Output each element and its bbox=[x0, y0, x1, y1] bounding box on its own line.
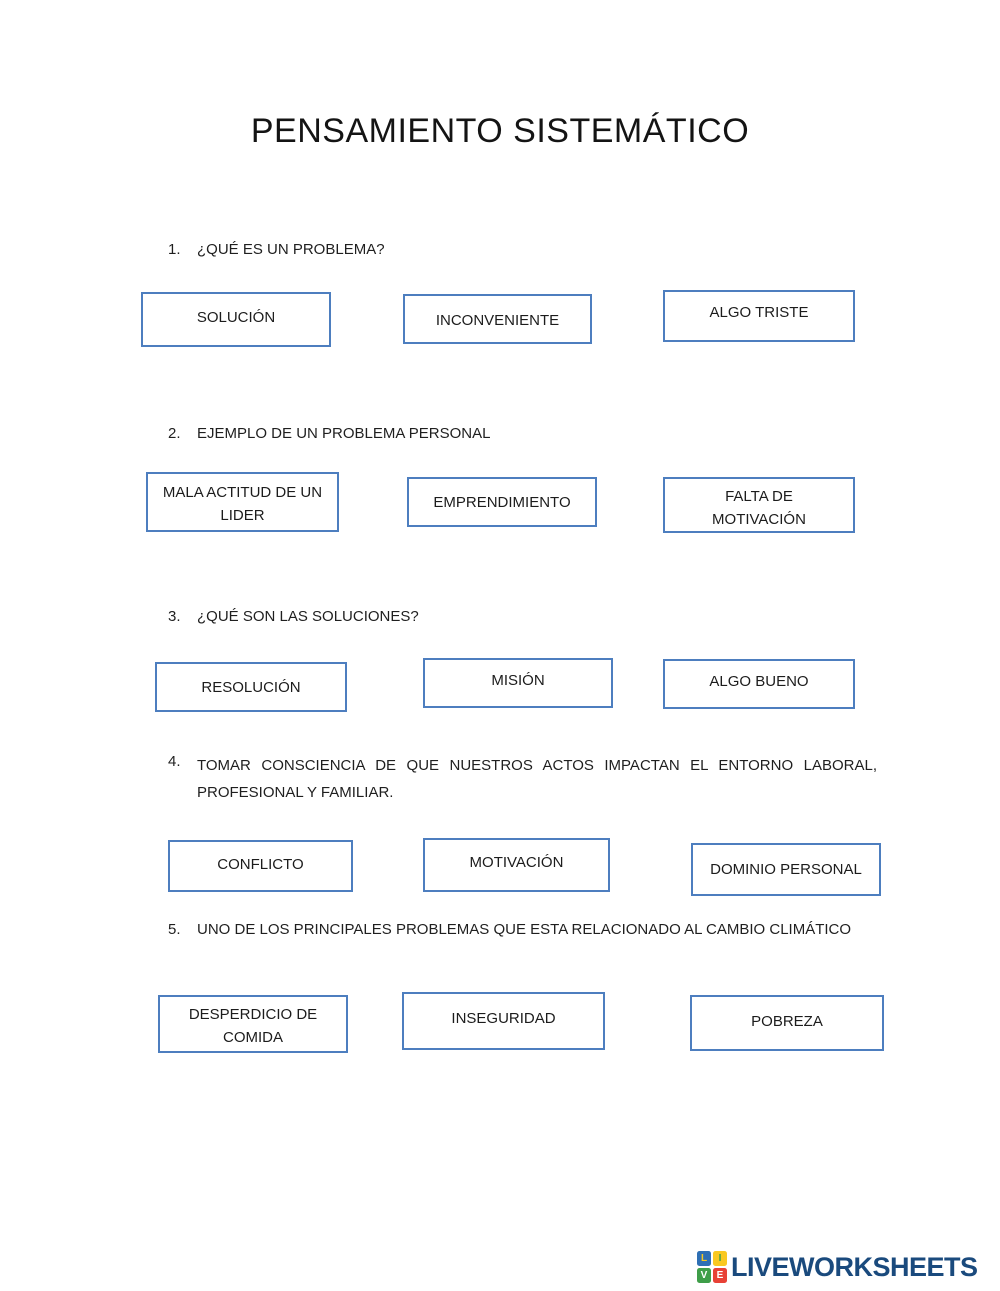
option-q1-inconveniente[interactable]: INCONVENIENTE bbox=[403, 294, 592, 344]
logo-tile-v: V bbox=[697, 1268, 711, 1283]
question-text: ¿QUÉ SON LAS SOLUCIONES? bbox=[197, 608, 419, 625]
question-number: 4. bbox=[168, 753, 181, 770]
question-number: 3. bbox=[168, 608, 181, 625]
option-label: INCONVENIENTE bbox=[435, 312, 560, 329]
option-label: MALA ACTITUD DE UN LIDER bbox=[162, 484, 323, 524]
option-label: SOLUCIÓN bbox=[196, 309, 276, 326]
option-label: CONFLICTO bbox=[217, 856, 304, 873]
option-label: INSEGURIDAD bbox=[451, 1010, 556, 1027]
liveworksheets-logo-icon: L I V E bbox=[697, 1251, 727, 1283]
question-number: 1. bbox=[168, 241, 181, 258]
logo-tile-l: L bbox=[697, 1251, 711, 1266]
page-title: PENSAMIENTO SISTEMÁTICO bbox=[250, 112, 750, 150]
question-3-label: 3. ¿QUÉ SON LAS SOLUCIONES? bbox=[168, 607, 419, 627]
question-text: UNO DE LOS PRINCIPALES PROBLEMAS QUE EST… bbox=[197, 921, 852, 938]
logo-tile-i: I bbox=[713, 1251, 727, 1266]
option-q4-dominio-personal[interactable]: DOMINIO PERSONAL bbox=[691, 843, 881, 896]
option-q5-inseguridad[interactable]: INSEGURIDAD bbox=[402, 992, 605, 1050]
option-q5-pobreza[interactable]: POBREZA bbox=[690, 995, 884, 1051]
option-q3-algo-bueno[interactable]: ALGO BUENO bbox=[663, 659, 855, 709]
option-q5-desperdicio-de-comida[interactable]: DESPERDICIO DE COMIDA bbox=[158, 995, 348, 1053]
question-text: EJEMPLO DE UN PROBLEMA PERSONAL bbox=[197, 425, 491, 442]
question-4-label: 4. TOMAR CONSCIENCIA DE QUE NUESTROS ACT… bbox=[168, 752, 877, 806]
option-label: FALTA DE MOTIVACIÓN bbox=[712, 488, 806, 528]
option-q3-mision[interactable]: MISIÓN bbox=[423, 658, 613, 708]
option-q2-falta-de-motivacion[interactable]: FALTA DE MOTIVACIÓN bbox=[663, 477, 855, 533]
option-q4-conflicto[interactable]: CONFLICTO bbox=[168, 840, 353, 892]
question-number: 5. bbox=[168, 921, 181, 938]
option-label: MISIÓN bbox=[491, 672, 545, 689]
option-q2-emprendimiento[interactable]: EMPRENDIMIENTO bbox=[407, 477, 597, 527]
option-label: MOTIVACIÓN bbox=[469, 854, 564, 871]
option-q1-solucion[interactable]: SOLUCIÓN bbox=[141, 292, 331, 347]
option-label: RESOLUCIÓN bbox=[201, 679, 301, 696]
question-number: 2. bbox=[168, 425, 181, 442]
question-1-label: 1. ¿QUÉ ES UN PROBLEMA? bbox=[168, 240, 385, 260]
option-label: POBREZA bbox=[751, 1013, 823, 1030]
option-q2-mala-actitud[interactable]: MALA ACTITUD DE UN LIDER bbox=[146, 472, 339, 532]
option-q1-algo-triste[interactable]: ALGO TRISTE bbox=[663, 290, 855, 342]
liveworksheets-brand-text: LIVEWORKSHEETS bbox=[731, 1251, 978, 1282]
option-q3-resolucion[interactable]: RESOLUCIÓN bbox=[155, 662, 347, 712]
option-label: EMPRENDIMIENTO bbox=[433, 494, 571, 511]
question-text: TOMAR CONSCIENCIA DE QUE NUESTROS ACTOS … bbox=[197, 757, 877, 801]
option-label: ALGO TRISTE bbox=[709, 304, 809, 321]
option-q4-motivacion[interactable]: MOTIVACIÓN bbox=[423, 838, 610, 892]
option-label: DESPERDICIO DE COMIDA bbox=[188, 1006, 318, 1046]
question-text: ¿QUÉ ES UN PROBLEMA? bbox=[197, 241, 385, 258]
option-label: DOMINIO PERSONAL bbox=[710, 861, 862, 878]
option-label: ALGO BUENO bbox=[709, 673, 809, 690]
logo-tile-e: E bbox=[713, 1268, 727, 1283]
question-5-label: 5. UNO DE LOS PRINCIPALES PROBLEMAS QUE … bbox=[168, 920, 851, 940]
question-2-label: 2. EJEMPLO DE UN PROBLEMA PERSONAL bbox=[168, 424, 490, 444]
liveworksheets-logo[interactable]: L I V E LIVEWORKSHEETS bbox=[697, 1251, 978, 1283]
